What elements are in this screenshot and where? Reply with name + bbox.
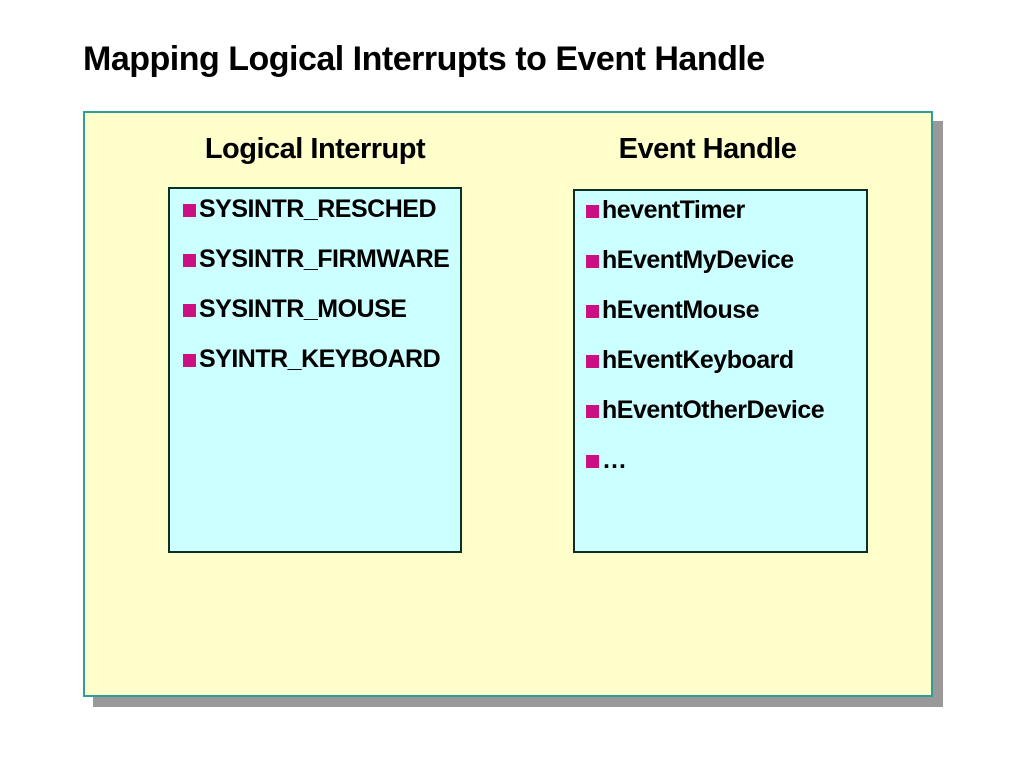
list-item-label: hEventMyDevice — [602, 246, 794, 274]
column-heading-event-handle: Event Handle — [618, 133, 797, 165]
bullet-square-icon — [183, 254, 196, 267]
list-item-label: SYSINTR_RESCHED — [199, 195, 437, 223]
page-title: Mapping Logical Interrupts to Event Hand… — [83, 40, 765, 78]
logical-interrupt-list: SYSINTR_RESCHED SYSINTR_FIRMWARE SYSINTR… — [183, 196, 460, 372]
list-item-label: SYINTR_KEYBOARD — [199, 345, 441, 373]
list-item-label: SYSINTR_FIRMWARE — [199, 245, 450, 273]
bullet-square-icon — [586, 205, 599, 218]
event-handle-box: heventTimer hEventMyDevice hEventMouse h… — [573, 189, 868, 553]
bullet-square-icon — [183, 204, 196, 217]
bullet-square-icon — [183, 354, 196, 367]
list-item: hEventMyDevice — [586, 247, 866, 273]
list-item: … — [586, 447, 866, 473]
list-item: SYINTR_KEYBOARD — [183, 346, 460, 372]
list-item-label: … — [602, 446, 627, 474]
event-handle-list: heventTimer hEventMyDevice hEventMouse h… — [586, 197, 866, 473]
list-item: SYSINTR_FIRMWARE — [183, 246, 460, 272]
list-item: heventTimer — [586, 197, 866, 223]
list-item-label: heventTimer — [602, 196, 745, 224]
list-item: SYSINTR_RESCHED — [183, 196, 460, 222]
list-item: hEventOtherDevice — [586, 397, 866, 423]
bullet-square-icon — [586, 355, 599, 368]
bullet-square-icon — [586, 455, 599, 468]
list-item: hEventKeyboard — [586, 347, 866, 373]
bullet-square-icon — [586, 405, 599, 418]
bullet-square-icon — [586, 255, 599, 268]
column-heading-logical-interrupt: Logical Interrupt — [204, 133, 426, 165]
list-item-label: hEventKeyboard — [602, 346, 794, 374]
list-item: hEventMouse — [586, 297, 866, 323]
list-item-label: SYSINTR_MOUSE — [199, 295, 407, 323]
list-item-label: hEventOtherDevice — [602, 396, 825, 424]
bullet-square-icon — [183, 304, 196, 317]
bullet-square-icon — [586, 305, 599, 318]
logical-interrupt-box: SYSINTR_RESCHED SYSINTR_FIRMWARE SYSINTR… — [168, 187, 462, 553]
list-item-label: hEventMouse — [602, 296, 760, 324]
list-item: SYSINTR_MOUSE — [183, 296, 460, 322]
